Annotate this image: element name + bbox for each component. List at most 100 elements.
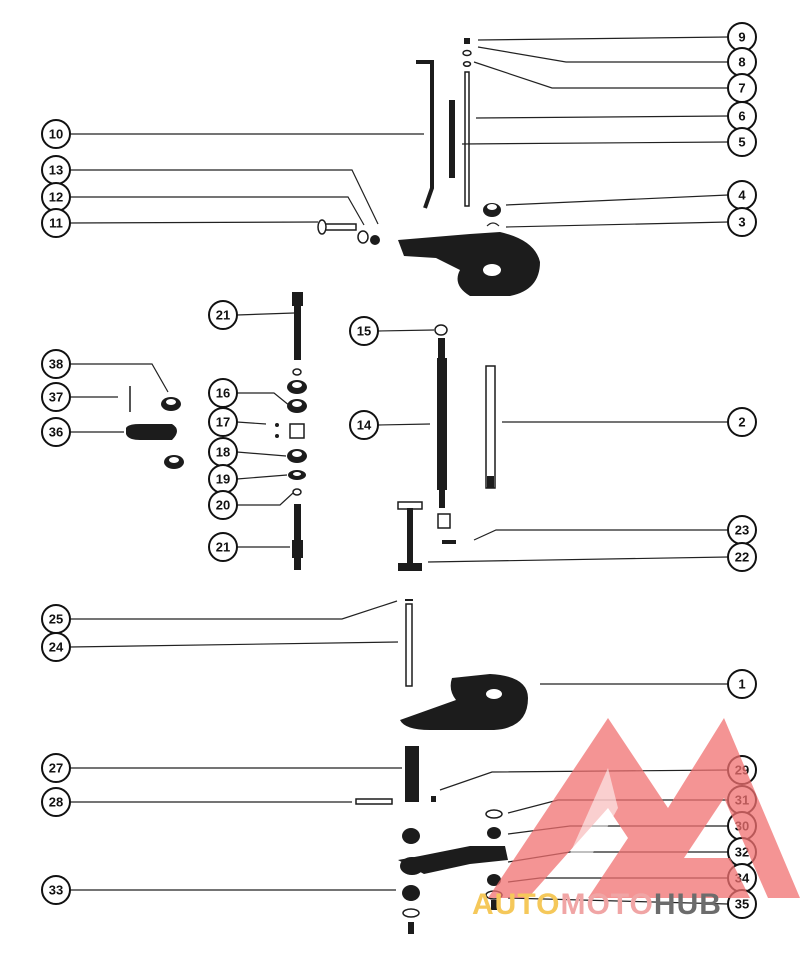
svg-text:23: 23 (735, 523, 749, 538)
svg-text:25: 25 (49, 612, 63, 627)
callout-25: 25 (41, 604, 71, 634)
svg-text:28: 28 (49, 795, 63, 810)
part-30-bushing (487, 827, 501, 839)
part-35-screw (491, 900, 497, 910)
svg-text:38: 38 (49, 357, 63, 372)
part-32-link-socket (400, 857, 424, 875)
part-21-lower-shaft (294, 504, 301, 570)
callout-28: 28 (41, 787, 71, 817)
callout-7: 7 (727, 73, 757, 103)
callout-22: 22 (727, 542, 757, 572)
callout-8: 8 (727, 47, 757, 77)
part-4-bushing-hole (487, 204, 497, 210)
part-29-pin (431, 796, 436, 802)
callout-13: 13 (41, 155, 71, 185)
part-22-yoke-top (397, 501, 423, 510)
svg-text:34: 34 (735, 871, 750, 886)
part-36-spring-housing (126, 424, 177, 440)
part-36-lower-seal-hole (169, 457, 179, 463)
part-9-clip (464, 38, 470, 44)
svg-text:9: 9 (738, 30, 745, 45)
part-19-washer-hole (293, 472, 301, 476)
part-30-bushing-left (402, 828, 420, 844)
part-27-tube (405, 746, 419, 802)
upper-lever-arm-hole (483, 264, 501, 276)
watermark-word-auto: AUTO (472, 888, 561, 921)
part-12-washer (357, 230, 369, 244)
svg-text:30: 30 (735, 819, 749, 834)
callout-18: 18 (208, 437, 238, 467)
svg-text:33: 33 (49, 883, 63, 898)
part-14-shaft-tip (439, 490, 445, 508)
callout-14: 14 (349, 410, 379, 440)
part-13-nut (370, 235, 380, 245)
watermark-wordmark: AUTOMOTOHUB (472, 888, 722, 922)
callout-5: 5 (727, 127, 757, 157)
part-8-washer (462, 49, 472, 57)
svg-text:35: 35 (735, 897, 749, 912)
callout-38: 38 (41, 349, 71, 379)
part-10-bent-rod (416, 60, 434, 209)
callout-16: 16 (208, 378, 238, 408)
callout-36: 36 (41, 417, 71, 447)
part-21-o-ring (292, 368, 302, 376)
callout-35: 35 (727, 889, 757, 919)
part-1-lever-arm-hole (486, 689, 502, 699)
callout-23: 23 (727, 515, 757, 545)
callout-3: 3 (727, 207, 757, 237)
callout-29: 29 (727, 755, 757, 785)
callout-24: 24 (41, 632, 71, 662)
svg-text:22: 22 (735, 550, 749, 565)
callout-4: 4 (727, 180, 757, 210)
leader-lines (69, 36, 729, 905)
part-drawings (126, 38, 540, 934)
svg-text:15: 15 (357, 324, 371, 339)
part-2-rod (485, 365, 496, 489)
svg-text:1: 1 (738, 677, 745, 692)
callout-10: 10 (41, 119, 71, 149)
part-16-seal-upper-hole (292, 382, 302, 388)
part-38-seal-hole (166, 399, 176, 405)
svg-text:7: 7 (738, 81, 745, 96)
svg-text:8: 8 (738, 55, 745, 70)
part-24-push-rod (405, 603, 413, 687)
svg-text:18: 18 (216, 445, 230, 460)
svg-text:14: 14 (357, 418, 372, 433)
svg-text:13: 13 (49, 163, 63, 178)
svg-text:27: 27 (49, 761, 63, 776)
watermark-word-hub: HUB (653, 888, 722, 921)
callout-30: 30 (727, 811, 757, 841)
callout-34: 34 (727, 863, 757, 893)
svg-text:10: 10 (49, 127, 63, 142)
svg-text:17: 17 (216, 415, 230, 430)
callout-2: 2 (727, 407, 757, 437)
watermark-word-moto: MOTO (560, 888, 654, 921)
callouts: 9 8 7 6 5 10 13 12 11 4 3 21 15 38 37 36… (41, 22, 757, 919)
svg-text:21: 21 (216, 308, 230, 323)
svg-text:12: 12 (49, 190, 63, 205)
part-14-shaft-top (438, 338, 445, 358)
callout-12: 12 (41, 182, 71, 212)
part-21-upper-shaft-cap (292, 292, 303, 306)
part-23-pin (442, 540, 456, 544)
svg-text:6: 6 (738, 109, 745, 124)
part-3-clip (486, 222, 500, 227)
svg-text:11: 11 (49, 216, 63, 231)
svg-text:32: 32 (735, 845, 749, 860)
part-11-bolt-head (317, 219, 327, 235)
callout-1: 1 (727, 669, 757, 699)
part-11-bolt (321, 223, 357, 231)
part-5-rod (464, 71, 470, 207)
part-23-sleeve (437, 513, 451, 529)
part-22-yoke-base (398, 563, 422, 571)
part-17-bracket (289, 423, 305, 439)
part-17-pin-upper (275, 423, 279, 427)
part-31-washer (485, 809, 503, 819)
svg-text:4: 4 (738, 188, 746, 203)
part-33-bushing (402, 885, 420, 901)
callout-17: 17 (208, 407, 238, 437)
upper-lever-arm (398, 232, 540, 296)
svg-text:3: 3 (738, 215, 745, 230)
callout-19: 19 (208, 464, 238, 494)
